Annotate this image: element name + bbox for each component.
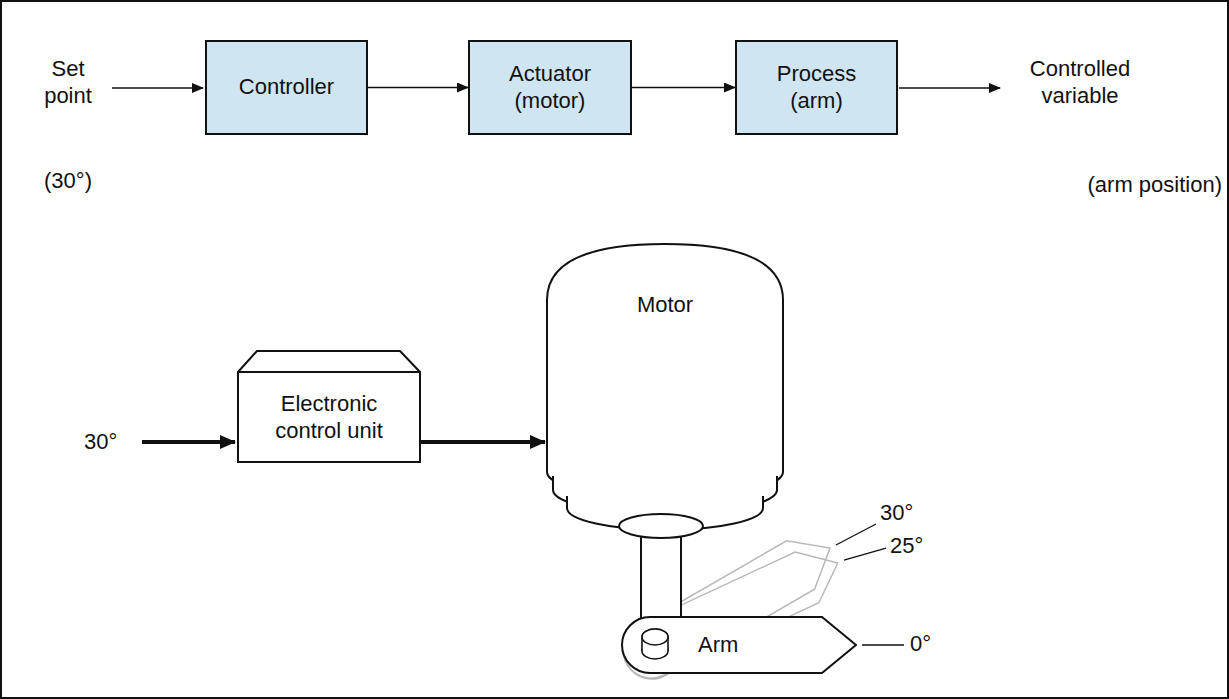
signal-arrow bbox=[632, 87, 735, 89]
arm-shape-outline bbox=[622, 615, 858, 675]
node-text: Process (arm) bbox=[762, 61, 872, 115]
node-text: Arm bbox=[698, 632, 738, 659]
set-point-label: Set point bbox=[28, 56, 108, 110]
process-box: Process (arm) bbox=[735, 40, 898, 135]
set-point-arrow bbox=[112, 87, 203, 89]
node-text: Controller bbox=[239, 74, 334, 101]
control-unit-box: Electronic control unit bbox=[237, 350, 421, 463]
signal-arrow bbox=[368, 87, 468, 89]
arm-shape: Arm bbox=[622, 615, 858, 675]
angle-mark: 25° bbox=[890, 533, 940, 560]
set-point-value: (30°) bbox=[36, 168, 100, 195]
leader-line bbox=[862, 644, 904, 645]
controller-box: Controller bbox=[205, 40, 368, 135]
motor-body: Motor bbox=[545, 240, 785, 540]
node-text: Electronic control unit bbox=[254, 391, 404, 445]
actuator-box: Actuator (motor) bbox=[468, 40, 632, 135]
angle-mark: 30° bbox=[880, 500, 930, 527]
output-arrow bbox=[899, 87, 1000, 89]
controlled-variable-value: (arm position) bbox=[1062, 172, 1222, 199]
node-text: Actuator (motor) bbox=[490, 61, 610, 115]
leader-line bbox=[836, 524, 876, 545]
input-angle: 30° bbox=[84, 429, 138, 456]
input-arrow bbox=[142, 440, 235, 444]
angle-mark: 0° bbox=[910, 631, 960, 658]
node-text: Motor bbox=[637, 292, 693, 319]
leader-line bbox=[844, 548, 886, 560]
signal-arrow bbox=[421, 440, 545, 444]
motor-body-outline bbox=[545, 240, 785, 540]
controlled-variable-label: Controlled variable bbox=[1005, 56, 1155, 110]
motor-shaft bbox=[641, 528, 681, 624]
